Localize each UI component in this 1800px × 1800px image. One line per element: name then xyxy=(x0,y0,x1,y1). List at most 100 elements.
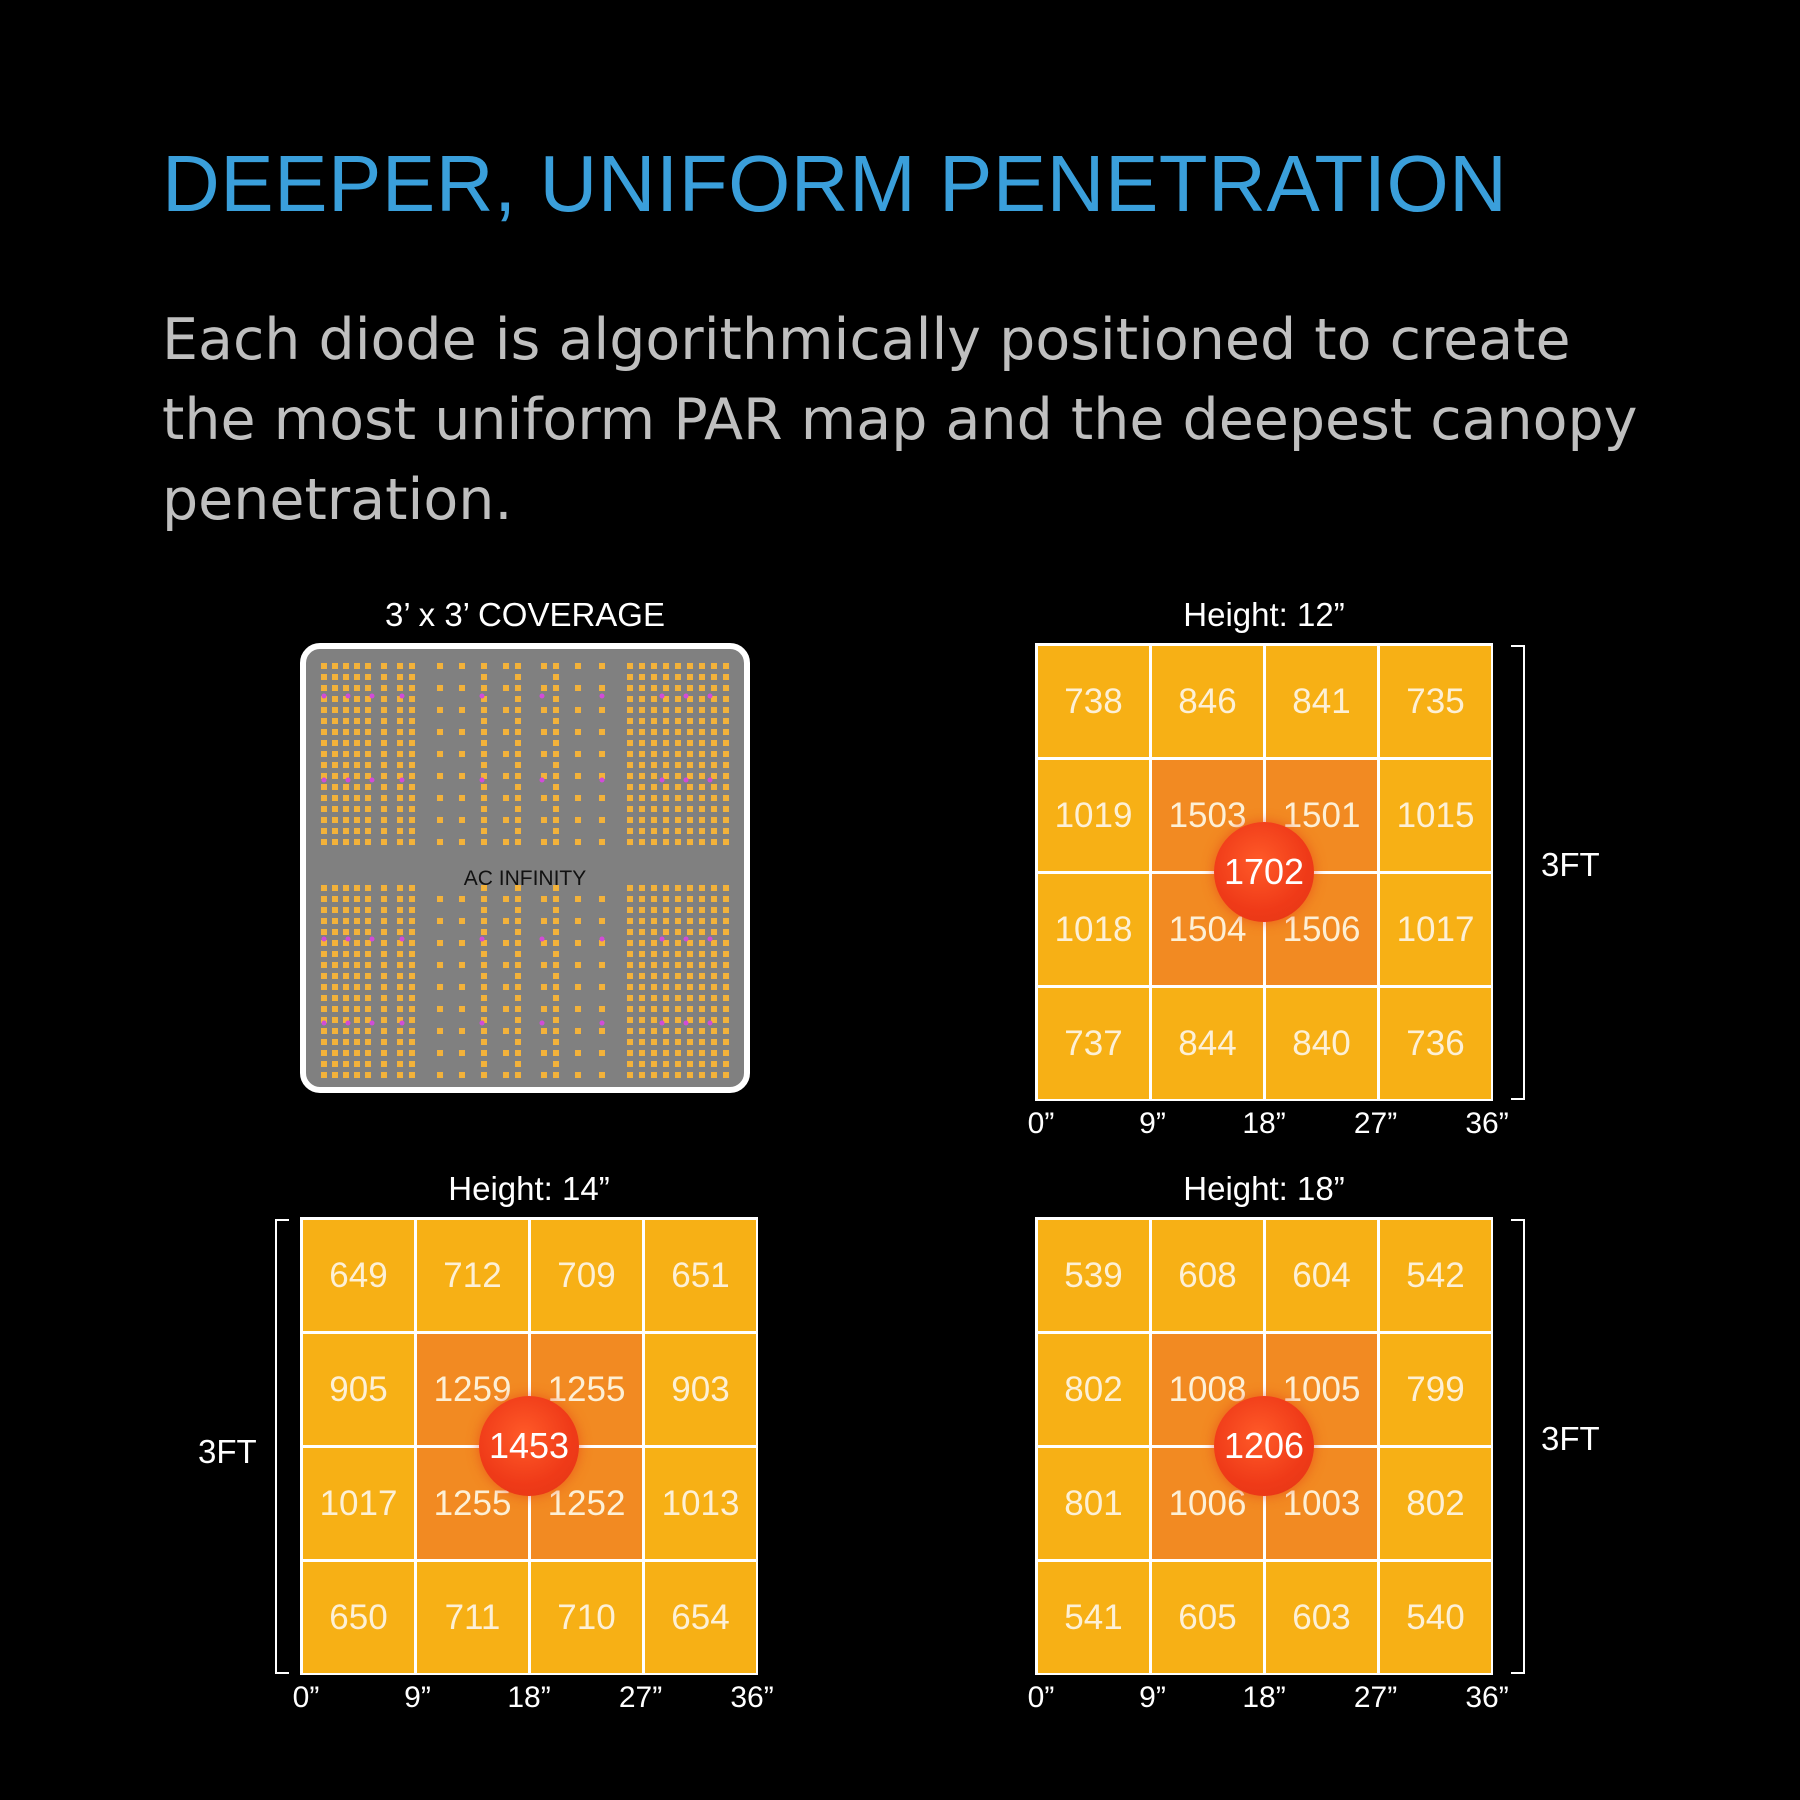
diode xyxy=(627,929,633,935)
diode xyxy=(409,707,415,713)
diode xyxy=(365,784,371,790)
diode xyxy=(699,729,705,735)
diode xyxy=(332,740,338,746)
diode xyxy=(699,896,705,902)
diode xyxy=(711,907,717,913)
heatmap-cell: 651 xyxy=(645,1220,756,1331)
diode xyxy=(381,885,387,891)
diode xyxy=(663,718,669,724)
diode xyxy=(711,740,717,746)
diode xyxy=(321,984,327,990)
diode xyxy=(711,828,717,834)
diode xyxy=(539,936,545,942)
diode xyxy=(354,740,360,746)
diode xyxy=(663,839,669,845)
diode xyxy=(481,1006,487,1012)
diode xyxy=(651,896,657,902)
diode xyxy=(397,1039,403,1045)
diode xyxy=(541,962,547,968)
diode xyxy=(711,729,717,735)
diode xyxy=(699,663,705,669)
diode xyxy=(553,740,559,746)
diode xyxy=(409,929,415,935)
diode xyxy=(321,940,327,946)
diode xyxy=(321,1072,327,1078)
diode xyxy=(481,828,487,834)
diode xyxy=(687,1017,693,1023)
diode xyxy=(332,817,338,823)
diode xyxy=(651,885,657,891)
diode xyxy=(723,839,729,845)
diode xyxy=(365,907,371,913)
diode xyxy=(354,962,360,968)
diode xyxy=(575,751,581,757)
diode xyxy=(332,907,338,913)
diode xyxy=(663,1017,669,1023)
heatmap-cell: 736 xyxy=(1380,988,1491,1099)
diode xyxy=(711,929,717,935)
diode xyxy=(437,663,443,669)
diode xyxy=(675,907,681,913)
diode xyxy=(639,817,645,823)
heatmap-cell: 1504 xyxy=(1152,874,1263,985)
diode xyxy=(711,1017,717,1023)
diode xyxy=(503,1006,509,1012)
diode xyxy=(343,962,349,968)
diode xyxy=(503,962,509,968)
diode xyxy=(675,718,681,724)
diode xyxy=(707,1020,713,1026)
diode xyxy=(651,951,657,957)
diode xyxy=(687,784,693,790)
diode xyxy=(459,707,465,713)
diode xyxy=(699,740,705,746)
diode xyxy=(343,674,349,680)
diode xyxy=(627,707,633,713)
diode xyxy=(515,740,521,746)
diode xyxy=(675,984,681,990)
diode xyxy=(479,777,485,783)
diode xyxy=(723,929,729,935)
diode xyxy=(381,1050,387,1056)
diode xyxy=(409,973,415,979)
x-tick-label: 18” xyxy=(1242,1107,1286,1140)
diode xyxy=(553,951,559,957)
heatmap-cell: 1006 xyxy=(1152,1448,1263,1559)
diode xyxy=(459,817,465,823)
diode xyxy=(321,951,327,957)
diode xyxy=(639,707,645,713)
diode xyxy=(599,729,605,735)
diode xyxy=(683,1020,689,1026)
diode xyxy=(503,984,509,990)
diode xyxy=(365,896,371,902)
diode xyxy=(687,729,693,735)
diode xyxy=(699,806,705,812)
diode xyxy=(541,839,547,845)
diode xyxy=(354,707,360,713)
diode xyxy=(541,707,547,713)
diode xyxy=(575,1028,581,1034)
diode xyxy=(711,973,717,979)
diode xyxy=(332,1039,338,1045)
diode xyxy=(343,1072,349,1078)
diode xyxy=(639,762,645,768)
diode xyxy=(354,940,360,946)
heatmap-cell: 541 xyxy=(1038,1562,1149,1673)
diode xyxy=(365,817,371,823)
diode xyxy=(459,729,465,735)
diode xyxy=(711,696,717,702)
diode xyxy=(481,729,487,735)
diode xyxy=(711,984,717,990)
diode xyxy=(711,718,717,724)
diode xyxy=(345,936,351,942)
diode xyxy=(354,817,360,823)
diode xyxy=(365,663,371,669)
diode xyxy=(699,828,705,834)
diode xyxy=(381,995,387,1001)
heatmap-cell: 802 xyxy=(1380,1448,1491,1559)
diode xyxy=(437,839,443,845)
diode xyxy=(599,1028,605,1034)
diode xyxy=(687,674,693,680)
diode xyxy=(675,795,681,801)
diode xyxy=(699,1017,705,1023)
heatmap-12-bracket xyxy=(1511,645,1525,1100)
